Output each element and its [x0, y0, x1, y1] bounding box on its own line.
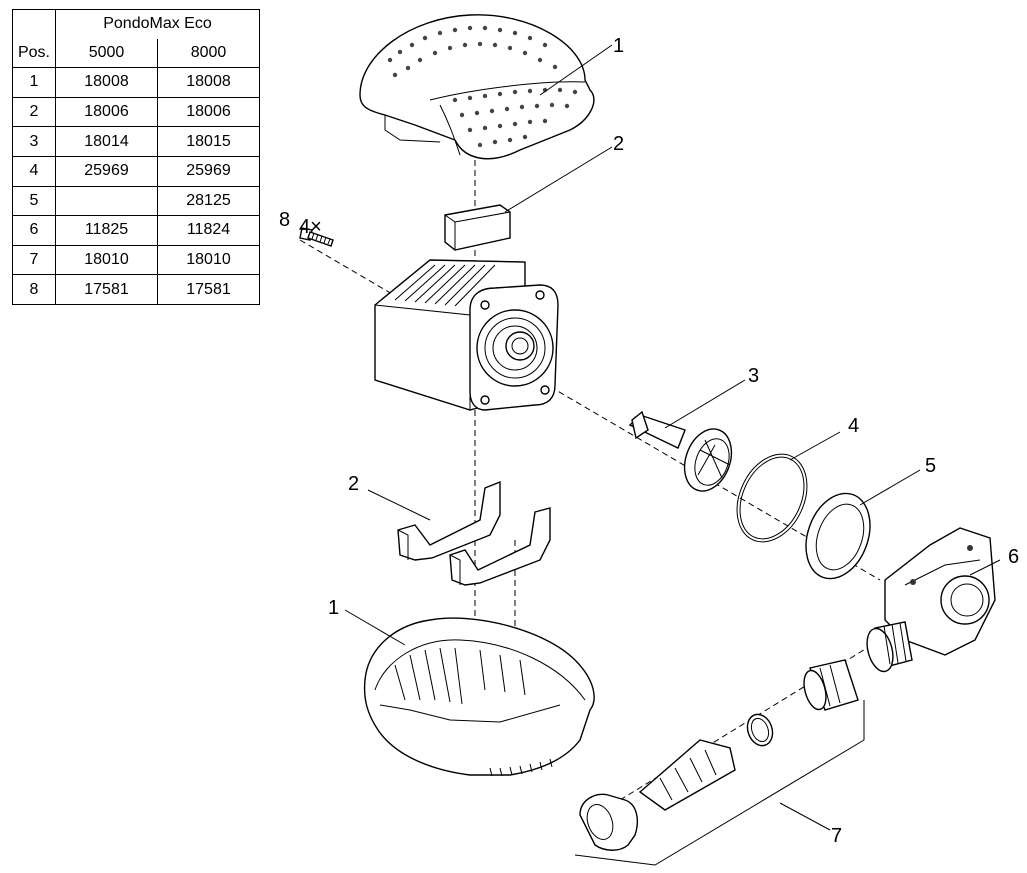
bottom-foam-part	[397, 480, 551, 586]
table-row: 1 18008 18008	[12, 67, 260, 98]
pos-header: Pos.	[12, 38, 56, 69]
motor-block-part	[374, 259, 559, 411]
row-value-5000: 18008	[55, 67, 158, 98]
callout-impeller: 3	[748, 365, 759, 387]
row-value-5000: 18010	[55, 244, 158, 276]
callout-top-foam: 2	[613, 133, 624, 155]
hose-adapter-set-part	[579, 659, 859, 851]
row-value-8000: 18008	[157, 67, 260, 98]
table-header-row: PondoMax Eco	[12, 8, 260, 39]
row-value-5000	[55, 185, 158, 217]
table-row: 8 17581 17581	[12, 274, 260, 305]
row-value-8000: 18015	[157, 126, 260, 157]
callout-screw: 8	[279, 209, 290, 231]
table-row: 4 25969 25969	[12, 155, 260, 187]
callout-top-cover: 1	[613, 35, 624, 57]
row-pos: 7	[12, 244, 56, 276]
model-8000-header: 8000	[157, 38, 260, 69]
callout-screw-qty: 4×	[299, 216, 322, 238]
row-value-5000: 11825	[55, 215, 158, 246]
row-value-5000: 18006	[55, 96, 158, 128]
leader-lines	[344, 44, 1001, 866]
bottom-cover-part	[363, 617, 595, 777]
row-pos: 2	[12, 96, 56, 128]
table-row: 6 11825 11824	[12, 215, 260, 246]
row-value-8000: 17581	[157, 274, 260, 305]
o-ring-part	[736, 453, 808, 543]
callout-ring: 5	[925, 455, 936, 477]
row-value-5000: 17581	[55, 274, 158, 305]
row-value-5000: 18014	[55, 126, 158, 157]
top-foam-part	[444, 204, 511, 251]
row-pos: 1	[12, 67, 56, 98]
table-row: 3 18014 18015	[12, 126, 260, 157]
table-corner-cell	[12, 8, 56, 39]
impeller-part	[628, 410, 733, 492]
row-value-8000: 11824	[157, 215, 260, 246]
table-row: 2 18006 18006	[12, 96, 260, 128]
pump-chamber-part	[866, 527, 996, 673]
callout-bottom-foam: 2	[348, 473, 359, 495]
callout-hose-adapter-set: 7	[831, 825, 842, 847]
callout-pump-chamber: 6	[1008, 546, 1019, 568]
row-pos: 5	[12, 185, 56, 217]
callout-bottom-cover: 1	[328, 597, 339, 619]
row-pos: 4	[12, 155, 56, 187]
row-value-8000: 18006	[157, 96, 260, 128]
parts-table: PondoMax Eco Pos. 5000 8000 1 18008 1800…	[12, 8, 260, 305]
table-title: PondoMax Eco	[55, 8, 260, 39]
model-5000-header: 5000	[55, 38, 158, 69]
row-value-5000: 25969	[55, 155, 158, 187]
table-model-row: Pos. 5000 8000	[12, 38, 260, 69]
row-value-8000: 18010	[157, 244, 260, 276]
screw-part	[299, 227, 334, 247]
ring-part	[805, 492, 871, 580]
callout-o-ring: 4	[848, 415, 859, 437]
top-cover-part	[359, 14, 595, 160]
table-row: 7 18010 18010	[12, 244, 260, 276]
